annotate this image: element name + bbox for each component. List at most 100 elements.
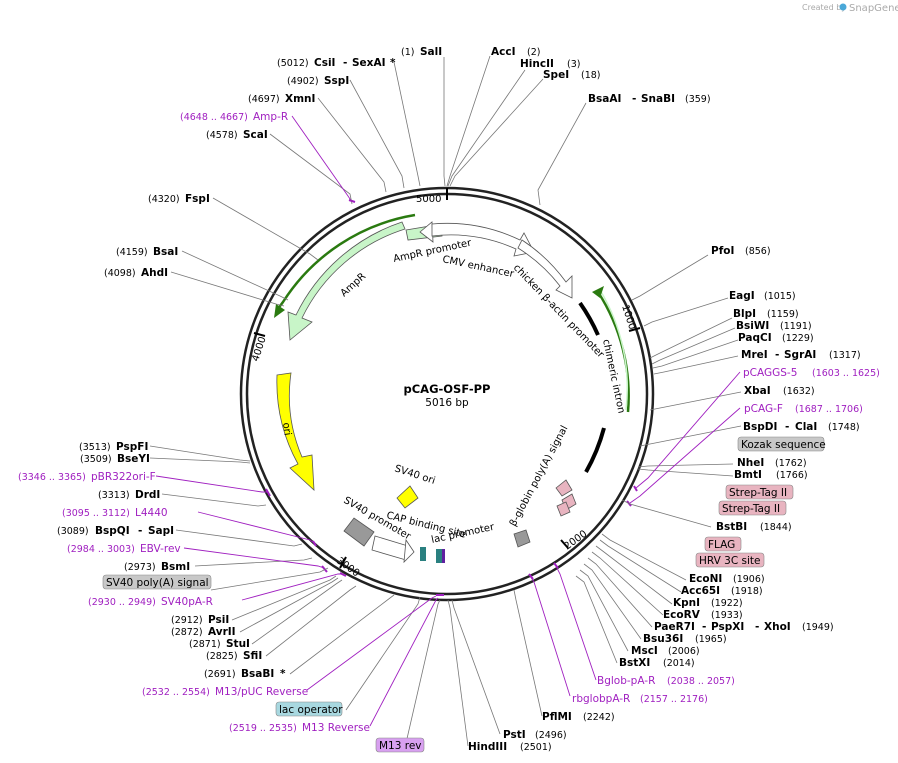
label-bsmi-pos: (2973) — [124, 562, 156, 573]
label-l4440-pos: (3095 .. 3112) — [62, 508, 130, 519]
label-xhoi: XhoI — [764, 621, 791, 633]
tick-2000 — [560, 539, 569, 549]
label-drdi-pos: (3313) — [98, 490, 130, 501]
cmv-enhancer-feature — [431, 223, 535, 257]
label-nhei-pos: (1762) — [775, 458, 807, 469]
label-fspi-pos: (4320) — [148, 194, 180, 205]
strep-tag-1-mark — [555, 479, 573, 497]
label-psii-pos: (2912) — [171, 615, 203, 626]
label-paer7i: PaeR7I — [654, 621, 695, 633]
label-csii-sep: - — [343, 57, 347, 69]
label-bmti: BmtI — [734, 469, 762, 481]
label-hincii-pos: (3) — [567, 59, 580, 70]
label-sali: SalI — [420, 46, 442, 58]
m13-rev-mark — [442, 549, 445, 563]
label-sspi-pos: (4902) — [287, 76, 319, 87]
label-sgrai-pos: (1317) — [829, 350, 861, 361]
label-bspdi-sep: - — [785, 421, 789, 433]
label-m13puc: M13/pUC Reverse — [215, 686, 308, 698]
plasmid-name: pCAG-OSF-PP — [404, 382, 491, 396]
label-flag: FLAG — [708, 539, 735, 551]
label-pcaggs5-pos: (1603 .. 1625) — [812, 368, 880, 379]
label-bsaai: BsaAI — [588, 93, 621, 105]
label-ampr-primer-pos: (4648 .. 4667) — [180, 112, 248, 123]
label-bsiwi-pos: (1191) — [780, 321, 812, 332]
label-kpni-pos: (1922) — [711, 598, 743, 609]
label-bsu36i-pos: (1965) — [695, 634, 727, 645]
label-econi: EcoNI — [689, 573, 722, 585]
label-stui-pos: (2871) — [189, 639, 221, 650]
label-pbr322ori: pBR322ori-F — [91, 471, 156, 483]
label-sexai-star: * — [390, 57, 396, 69]
label-sv40pa-r-pos: (2930 .. 2949) — [88, 597, 156, 608]
label-acci: AccI — [491, 46, 515, 58]
label-m13rev-primer-pos: (2519 .. 2535) — [229, 723, 297, 734]
label-eagi: EagI — [729, 290, 755, 302]
strep-tag-box-1 — [725, 484, 794, 500]
ori-feature — [276, 372, 315, 491]
label-ecorv: EcoRV — [663, 609, 701, 621]
label-psti-pos: (2496) — [535, 730, 567, 741]
label-rbglobpa-r-pos: (2157 .. 2176) — [640, 694, 708, 705]
label-clai: ClaI — [795, 421, 817, 433]
label-bstbi: BstBI — [716, 521, 747, 533]
label-bsabi-star: * — [280, 668, 286, 680]
intron-segment-2 — [584, 427, 606, 473]
hrv-3c-mark — [556, 501, 571, 517]
label-ahdi-pos: (4098) — [104, 268, 136, 279]
label-msci-pos: (2006) — [668, 646, 700, 657]
label-strep-tag-2: Strep-Tag II — [722, 503, 780, 515]
label-bglob-pa-r-pos: (2038 .. 2057) — [667, 676, 735, 687]
sv40-promoter-feature — [343, 517, 375, 547]
label-psii: PsiI — [208, 614, 229, 626]
chicken-actin-promoter-feature — [517, 239, 573, 299]
label-bseyi-pos: (3509) — [80, 454, 112, 465]
label-snabi: SnaBI — [641, 93, 675, 105]
label-bsabi-pos: (2691) — [204, 669, 236, 680]
label-pcaggs5: pCAGGS-5 — [743, 367, 797, 379]
label-ampr-primer: Amp-R — [253, 111, 288, 123]
label-avrii-pos: (2872) — [171, 627, 203, 638]
label-l4440: L4440 — [135, 507, 168, 519]
sv40-ori-label: SV40 ori — [393, 463, 436, 486]
label-bseyi: BseYI — [117, 453, 150, 465]
label-csii-pos: (5012) — [277, 58, 309, 69]
label-rbglobpa-r: rbglobpA-R — [572, 693, 630, 705]
label-bstxi: BstXI — [619, 657, 650, 669]
label-pflmi: PflMI — [542, 711, 572, 723]
label-acci-pos: (2) — [527, 47, 540, 58]
label-avrii: AvrII — [208, 626, 236, 638]
label-bsiwi: BsiWI — [736, 320, 769, 332]
cmv-enhancer-label: CMV enhancer — [441, 254, 515, 280]
label-pflmi-pos: (2242) — [583, 712, 615, 723]
tick-1000 — [628, 327, 641, 332]
label-psti: PstI — [503, 729, 526, 741]
label-bmti-pos: (1766) — [776, 470, 808, 481]
label-sexai: SexAI — [352, 57, 386, 69]
sv40-polya-box — [102, 574, 212, 590]
label-strep-tag-1: Strep-Tag II — [729, 487, 787, 499]
label-xbai: XbaI — [744, 385, 771, 397]
label-sfii-pos: (2825) — [206, 651, 238, 662]
label-m13puc-pos: (2532 .. 2554) — [142, 687, 210, 698]
credit-brand: SnapGene — [849, 3, 898, 14]
cap-site-mark — [420, 547, 426, 561]
label-sali-pos: (1) — [401, 47, 414, 58]
label-scai: ScaI — [243, 129, 268, 141]
label-nhei: NheI — [737, 457, 764, 469]
ampr-orf-arc — [276, 213, 416, 311]
label-fspi: FspI — [185, 193, 210, 205]
strep-tag-box-2 — [718, 500, 787, 516]
primer-marks — [265, 199, 638, 596]
label-blpi-pos: (1159) — [767, 309, 799, 320]
label-mrei: MreI — [741, 349, 768, 361]
label-hindiii: HindIII — [468, 741, 507, 753]
ampr-orf-arrowhead — [274, 304, 285, 318]
label-xmni: XmnI — [285, 93, 315, 105]
label-acc65i: Acc65I — [681, 585, 720, 597]
lac-operator-box — [275, 701, 343, 717]
label-xbai-pos: (1632) — [783, 386, 815, 397]
label-paqci-pos: (1229) — [782, 333, 814, 344]
label-pbr322ori-pos: (3346 .. 3365) — [18, 472, 86, 483]
